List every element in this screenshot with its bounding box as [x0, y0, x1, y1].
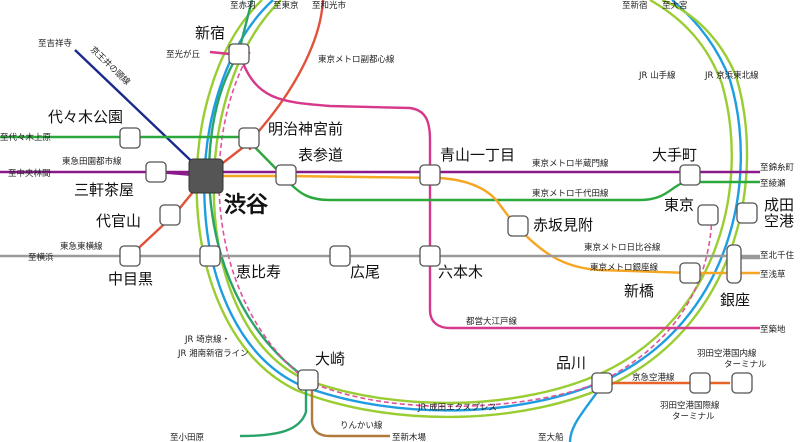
label-daikanyama: 代官山	[96, 212, 141, 230]
ginza-line	[206, 174, 760, 275]
line-label-saikyo-2: JR 湘南新宿ライン	[177, 348, 249, 359]
label-yoyogi-koen: 代々木公園	[48, 108, 123, 126]
dir-tsukiji: 至築地	[760, 324, 786, 335]
station-ebisu[interactable]	[199, 245, 221, 267]
line-label-keihin-tohoku: JR 京浜東北線	[704, 70, 759, 81]
dir-ofuna: 至大船	[538, 432, 564, 442]
yamanote-line-inner	[212, 0, 733, 405]
label-haneda-domestic-2: ターミナル	[724, 360, 767, 370]
station-haneda-international[interactable]	[731, 372, 753, 394]
dir-akabane: 至赤羽	[230, 1, 256, 11]
station-shimbashi[interactable]	[679, 262, 701, 284]
yamanote-line-outer	[195, 0, 749, 419]
line-label-keikyu: 京急空港線	[632, 372, 675, 383]
dir-shin-kiba: 至新木場	[392, 432, 427, 442]
line-label-fukutoshin: 東京メトロ副都心線	[318, 54, 395, 65]
line-label-oedo: 都営大江戸線	[466, 316, 518, 327]
dir-asakusa: 至浅草	[760, 269, 786, 280]
line-label-chiyoda: 東京メトロ千代田線	[532, 188, 609, 199]
station-osaki[interactable]	[297, 369, 319, 391]
station-aoyama-itchome[interactable]	[419, 164, 441, 186]
keihin-tohoku-line	[203, 0, 742, 412]
saikyo-line	[208, 0, 308, 438]
label-sangenjaya: 三軒茶屋	[74, 181, 134, 199]
station-narita-airport[interactable]	[736, 202, 758, 224]
station-shinjuku[interactable]	[228, 43, 250, 65]
station-hiroo[interactable]	[329, 245, 351, 267]
label-otemachi: 大手町	[652, 146, 697, 164]
line-label-hibiya: 東京メトロ日比谷線	[584, 242, 661, 253]
station-ginza[interactable]	[726, 244, 742, 284]
dir-shinjuku: 至新宿	[622, 0, 648, 11]
jr-loop-lines	[195, 0, 749, 438]
dir-yoyogi-uehara: 至代々木上原	[0, 132, 51, 143]
station-roppongi[interactable]	[419, 245, 441, 267]
station-yoyogi-koen[interactable]	[119, 127, 141, 149]
stations	[119, 43, 758, 394]
label-meiji-jingumae: 明治神宮前	[268, 120, 343, 138]
station-sangenjaya[interactable]	[145, 161, 167, 183]
label-narita-airport-1: 成田	[764, 196, 794, 214]
label-ginza: 銀座	[720, 291, 750, 309]
line-label-yamanote: JR 山手線	[638, 70, 676, 81]
label-haneda-international-2: ターミナル	[672, 412, 715, 422]
dir-kita-senju: 至北千住	[760, 250, 795, 261]
label-shinagawa: 品川	[556, 354, 586, 372]
rinkai-line	[310, 382, 390, 438]
narita-express-line	[218, 51, 713, 408]
line-label-narita-express: JR 成田エクスプレス	[417, 402, 497, 413]
line-label-inokashira: 京王井の頭線	[88, 44, 133, 88]
label-shimbashi: 新橋	[624, 282, 654, 300]
label-ebisu: 恵比寿	[236, 263, 281, 281]
label-tokyo: 東京	[664, 196, 694, 214]
dir-ayase: 至綾瀬	[760, 178, 786, 189]
dir-kinshicho: 至錦糸町	[760, 162, 795, 173]
station-shibuya[interactable]	[188, 158, 224, 194]
line-labels: 京王井の頭線 東京メトロ副都心線 JR 山手線 JR 京浜東北線 東急田園都市線…	[60, 44, 759, 431]
line-label-rinkai: りんかい線	[340, 420, 383, 431]
station-meiji-jingumae[interactable]	[238, 127, 260, 149]
station-shinagawa[interactable]	[591, 372, 613, 394]
label-hiroo: 広尾	[350, 263, 380, 281]
dir-odawara: 至小田原	[170, 432, 204, 442]
dir-chuo-rinkan: 至中央林間	[8, 168, 51, 179]
dir-tokyo: 至東京	[273, 0, 299, 11]
station-omotesando[interactable]	[275, 164, 297, 186]
label-narita-airport-2: 空港	[764, 212, 794, 230]
line-label-toyoko: 東急東横線	[60, 241, 103, 252]
label-shibuya: 渋谷	[224, 192, 269, 218]
label-nakameguro: 中目黒	[108, 270, 153, 288]
label-haneda-international-1: 羽田空港国際線	[660, 400, 720, 411]
label-akasaka-mitsuke: 赤坂見附	[533, 216, 593, 234]
oedo-line	[238, 54, 760, 330]
line-label-hanzomon: 東京メトロ半蔵門線	[532, 158, 609, 169]
station-nakameguro[interactable]	[119, 245, 141, 267]
label-roppongi: 六本木	[438, 263, 483, 281]
fukutoshin-line	[205, 0, 325, 177]
inokashira-line	[74, 49, 207, 176]
label-aoyama-itchome: 青山一丁目	[440, 146, 515, 164]
station-tokyo[interactable]	[697, 204, 719, 226]
label-osaki: 大崎	[315, 350, 345, 368]
dir-kichijoji: 至吉祥寺	[38, 38, 73, 49]
dir-omiya: 至大宮	[662, 0, 688, 11]
station-labels: 新宿 代々木公園 明治神宮前 表参道 渋谷 青山一丁目 大手町 三軒茶屋 東京 …	[48, 24, 794, 422]
dir-wakoshi: 至和光市	[312, 0, 347, 11]
label-omotesando: 表参道	[298, 146, 343, 164]
line-label-denentoshi: 東急田園都市線	[62, 156, 122, 167]
station-otemachi[interactable]	[679, 164, 701, 186]
line-label-ginza: 東京メトロ銀座線	[590, 262, 659, 273]
station-akasaka-mitsuke[interactable]	[507, 215, 529, 237]
station-daikanyama[interactable]	[159, 204, 181, 226]
label-shinjuku: 新宿	[195, 24, 225, 42]
station-haneda-domestic[interactable]	[689, 372, 711, 394]
line-label-saikyo-1: JR 埼京線・	[184, 334, 230, 345]
keihin-to-ofuna	[568, 387, 601, 442]
dir-hikarigaoka: 至光が丘	[166, 49, 201, 60]
label-haneda-domestic-1: 羽田空港国内線	[697, 348, 757, 359]
dir-yokohama: 至横浜	[28, 252, 54, 263]
